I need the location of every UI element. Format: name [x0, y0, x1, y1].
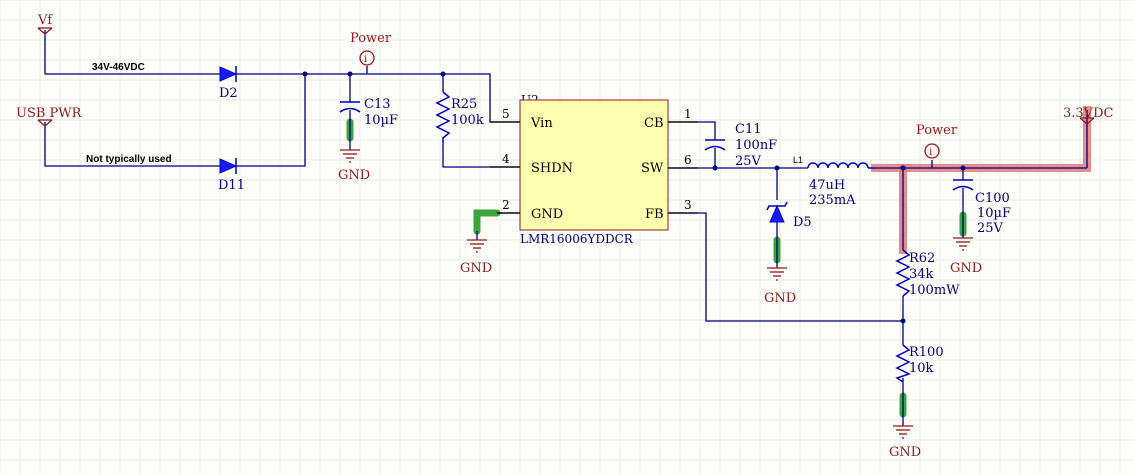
diode-d2[interactable]: D2 [219, 66, 238, 101]
port-usb-pwr-label: USB PWR [16, 106, 83, 121]
power-probe-right[interactable]: i Power [916, 123, 958, 159]
r62-ref: R62 [909, 251, 935, 266]
probe-glyph: i [929, 147, 932, 158]
capacitor-c13[interactable]: C13 10µF [339, 97, 398, 128]
ground-c13[interactable]: GND [338, 149, 370, 183]
r25-value: 100k [451, 113, 484, 128]
net-label-l1: L1 [793, 155, 803, 165]
ic-u2[interactable]: U2 LMR16006YDDCR 5 4 2 Vin SHDN GND 1 6 … [490, 93, 698, 246]
pin-num-shdn: 4 [502, 152, 510, 166]
zener-diode-icon [769, 204, 785, 223]
u2-left-pins: 5 4 2 Vin SHDN GND [490, 107, 573, 222]
ground-d5[interactable]: GND [764, 267, 796, 306]
r62-value: 34k [909, 267, 934, 282]
r100-value: 10k [909, 361, 934, 376]
junctions [302, 71, 966, 324]
c11-value: 100nF [735, 138, 777, 153]
probe-glyph: i [364, 54, 367, 65]
power-probe-left[interactable]: i Power [350, 31, 392, 66]
u2-part: LMR16006YDDCR [520, 232, 634, 246]
net-label-input-range: 34V-46VDC [92, 62, 145, 73]
pin-num-gnd: 2 [502, 198, 510, 212]
port-vf[interactable]: Vf [37, 13, 53, 35]
pin-name-gnd: GND [531, 207, 563, 222]
pin-name-vin: Vin [530, 116, 553, 131]
diode-icon [219, 66, 238, 82]
port-usb-pwr[interactable]: USB PWR [16, 106, 83, 127]
capacitor-c100[interactable]: C100 10µF 25V [952, 179, 1011, 236]
port-3v3-label: 3.3VDC [1063, 106, 1113, 121]
c11-rating: 25V [735, 154, 762, 169]
gnd-label: GND [764, 291, 796, 306]
diode-d5[interactable]: D5 [766, 201, 812, 230]
power-probe-left-label: Power [350, 31, 392, 46]
resistor-r100[interactable]: R100 10k [895, 344, 944, 383]
pin-name-cb: CB [644, 116, 664, 131]
c13-ref: C13 [364, 97, 391, 112]
pin-num-cb: 1 [684, 107, 692, 121]
resistor-r62[interactable]: R62 34k 100mW [895, 249, 960, 298]
resistor-r25[interactable]: R25 100k [435, 91, 484, 142]
pin-num-fb: 3 [684, 198, 692, 212]
pin-name-fb: FB [645, 207, 664, 222]
probe-icon [924, 143, 940, 159]
ground-c100[interactable]: GND [950, 237, 982, 276]
c100-value: 10µF [977, 206, 1011, 221]
r25-ref: R25 [451, 97, 477, 112]
gnd-label: GND [889, 445, 921, 460]
net-label-usb-note: Not typically used [86, 154, 172, 165]
pin-name-sw: SW [641, 161, 664, 176]
gnd-label: GND [460, 261, 492, 276]
port-3v3[interactable]: 3.3VDC [1063, 106, 1113, 125]
inductor-l1[interactable]: 47uH 235mA [807, 162, 875, 208]
d5-ref: D5 [793, 215, 812, 230]
c100-ref: C100 [975, 191, 1010, 206]
pin-num-sw: 6 [684, 153, 692, 167]
pin-num-vin: 5 [502, 107, 510, 121]
c13-value: 10µF [364, 113, 398, 128]
d11-ref: D11 [218, 178, 245, 193]
gnd-label: GND [950, 261, 982, 276]
port-vf-label: Vf [37, 13, 53, 28]
probe-icon [359, 50, 375, 66]
c100-rating: 25V [977, 221, 1004, 236]
inductor-coil-icon [807, 162, 869, 169]
ground-r100[interactable]: GND [889, 425, 921, 460]
pin-name-shdn: SHDN [531, 161, 573, 176]
r62-power: 100mW [909, 283, 960, 298]
r100-ref: R100 [909, 345, 944, 360]
capacitor-c11[interactable]: C11 100nF 25V [704, 122, 777, 169]
ground-u2[interactable]: GND [460, 239, 492, 276]
u2-right-pins: 1 6 3 CB SW FB [641, 107, 698, 222]
diode-icon [219, 158, 238, 174]
gnd-label: GND [338, 168, 370, 183]
l1-current: 235mA [809, 193, 856, 208]
d2-ref: D2 [219, 86, 238, 101]
c11-ref: C11 [735, 122, 762, 137]
u2-body [519, 99, 669, 231]
power-probe-right-label: Power [916, 123, 958, 138]
l1-value: 47uH [809, 178, 845, 193]
diode-d11[interactable]: D11 [218, 158, 245, 193]
